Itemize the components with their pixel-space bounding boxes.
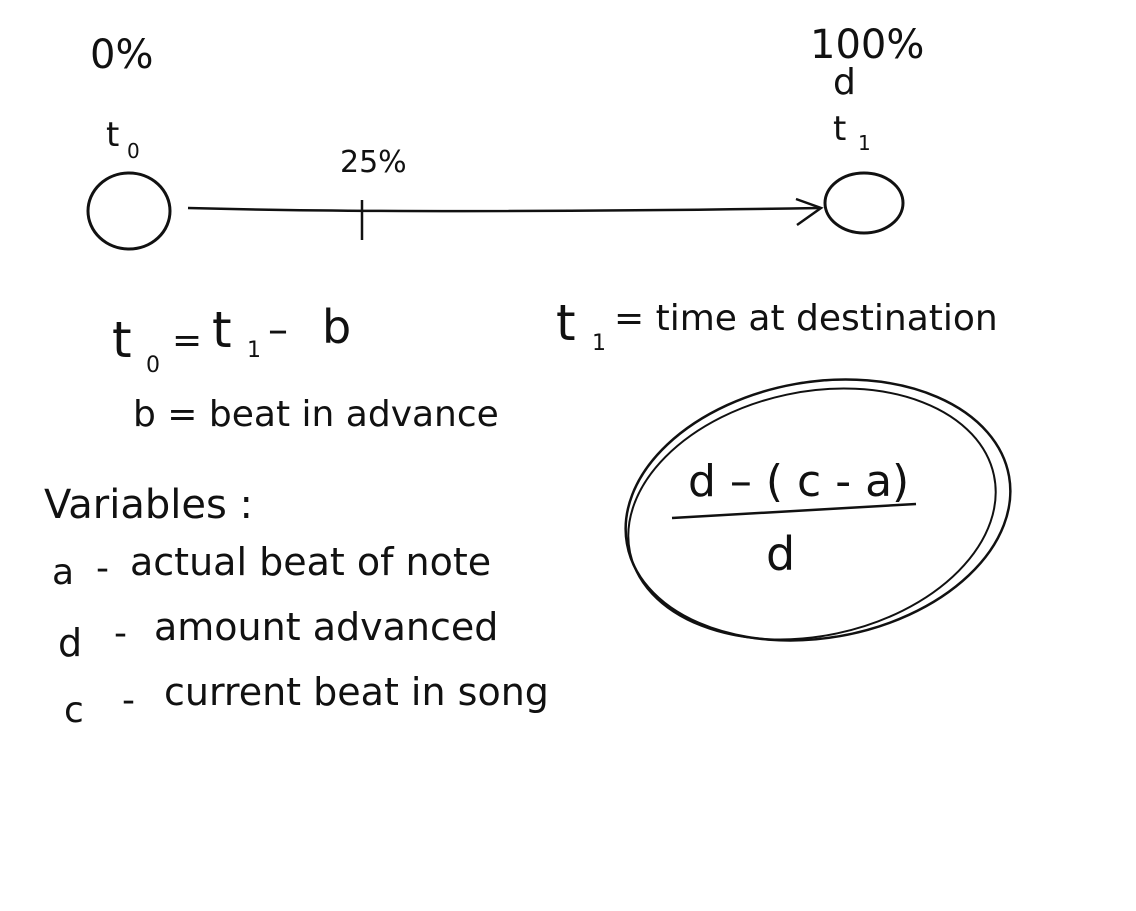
t0-eq-b: b	[322, 300, 351, 354]
formula-ellipse-outer	[624, 378, 1012, 642]
variable-desc-a: actual beat of note	[130, 540, 491, 584]
equations: t 0 = t 1 – b b = beat in advance t 1 = …	[112, 294, 998, 435]
t0-eq-lhs: t	[112, 311, 132, 369]
mid-percent-label: 25%	[340, 145, 407, 180]
t0-eq-lhs-subscript: 0	[146, 353, 160, 378]
variable-desc-c: current beat in song	[164, 670, 549, 714]
end-node-subscript: 1	[858, 131, 871, 155]
t1-eq-lhs-subscript: 1	[592, 331, 606, 356]
variable-sep-c: -	[122, 680, 135, 721]
t1-eq-lhs: t	[556, 294, 576, 352]
variable-sep-d: -	[114, 613, 127, 654]
start-node-subscript: 0	[127, 139, 140, 163]
variable-name-c: c	[64, 690, 84, 731]
variable-name-d: d	[58, 621, 82, 665]
timeline: 0% t 0 25% 100% d t 1	[86, 22, 924, 251]
end-node-circle	[823, 171, 905, 235]
variable-sep-a: -	[96, 548, 109, 589]
t1-eq-rhs: = time at destination	[614, 298, 998, 339]
start-node-circle	[86, 171, 172, 251]
formula-numerator: d – ( c - a)	[688, 456, 909, 507]
timeline-line	[187, 206, 821, 213]
end-variable-label: d	[833, 62, 856, 103]
formula-denominator: d	[766, 527, 795, 581]
formula-fraction-bar	[671, 502, 917, 520]
variable-name-a: a	[52, 552, 74, 593]
start-node-label: t	[106, 115, 119, 155]
formula-ellipse-inner	[627, 387, 997, 641]
t0-eq-rhs-t: t	[212, 301, 232, 359]
variable-desc-d: amount advanced	[154, 605, 498, 649]
timeline-arrowhead	[795, 197, 824, 227]
variables-heading: Variables :	[44, 482, 253, 528]
variables-list: Variables : a - actual beat of note d - …	[44, 482, 549, 731]
t0-eq-equals: =	[172, 320, 202, 361]
end-node-label: t	[833, 109, 846, 149]
end-percent-label: 100%	[810, 22, 924, 68]
t0-eq-minus: –	[268, 307, 288, 353]
b-definition: b = beat in advance	[133, 394, 499, 435]
start-percent-label: 0%	[90, 32, 153, 78]
circled-formula: d – ( c - a) d	[624, 378, 1012, 642]
t0-eq-rhs-subscript: 1	[247, 338, 261, 363]
